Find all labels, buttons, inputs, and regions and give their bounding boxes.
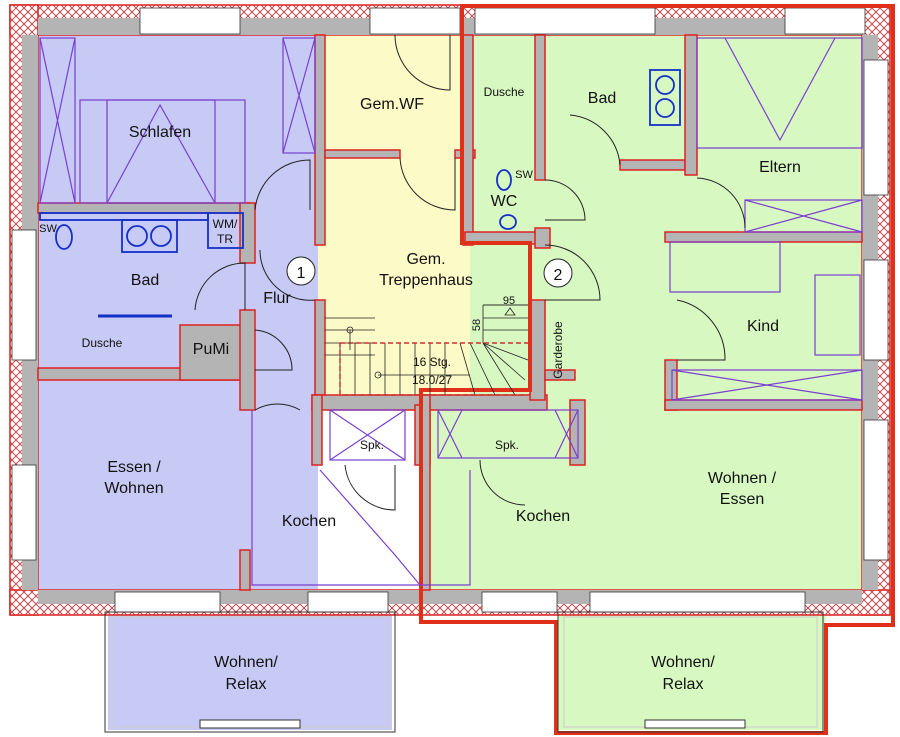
unit-2-number: 2: [554, 267, 563, 284]
balcony-2-floor: [558, 612, 826, 730]
unit-1-number-circle: [286, 256, 316, 286]
sink-icon: [649, 69, 681, 126]
room-relax-2-line2: Relax: [663, 676, 704, 693]
unit-2-number-circle: [543, 258, 573, 288]
sanitary-fixtures: [39, 69, 681, 318]
stair-labels: 16 Stg. 18.0/27 95 58: [412, 295, 515, 387]
stair-width-dimension: 95: [503, 295, 515, 307]
sink-icon: [499, 214, 517, 230]
staircase: [325, 304, 531, 396]
unit-1-floor: [38, 35, 318, 590]
room-eltern: Eltern: [759, 159, 801, 176]
room-essen-wohnen-line1: Essen /: [107, 459, 161, 476]
room-essen-wohnen-line2: Wohnen: [104, 480, 163, 497]
unit-1-number: 1: [297, 265, 306, 282]
stair-steps: 16 Stg.: [413, 355, 451, 369]
room-dusche-2: Dusche: [484, 85, 525, 99]
toilet-icon: [55, 224, 73, 250]
room-gem-wf: Gem.WF: [360, 96, 424, 113]
room-pumi: PuMi: [193, 341, 229, 358]
room-kochen-2: Kochen: [516, 508, 570, 525]
room-wc: WC: [491, 193, 518, 210]
unit-2-lower-floor: [425, 395, 485, 590]
toilet-icon: [496, 169, 512, 191]
room-labels: Schlafen Bad Dusche PuMi Flur Essen / Wo…: [82, 85, 801, 693]
room-treppenhaus-line1: Gem.: [406, 251, 445, 268]
room-relax-1-line1: Wohnen/: [214, 654, 278, 671]
room-relax-2-line1: Wohnen/: [651, 654, 715, 671]
room-kind: Kind: [747, 318, 779, 335]
room-bad-1: Bad: [131, 272, 159, 289]
sw-label-1: SW: [39, 223, 57, 235]
sw-label-2: SW: [515, 169, 533, 181]
room-garderobe: Garderobe: [551, 321, 565, 379]
room-kochen-1: Kochen: [282, 513, 336, 530]
room-bad-2: Bad: [588, 90, 616, 107]
room-flur: Flur: [263, 290, 291, 307]
room-spk-1: Spk.: [360, 438, 384, 452]
balconies: [104, 611, 824, 733]
furniture: [39, 37, 863, 586]
room-dusche-1: Dusche: [82, 336, 123, 350]
room-spk-2: Spk.: [495, 438, 519, 452]
room-relax-1-line2: Relax: [226, 676, 267, 693]
stair-depth-dimension: 58: [471, 319, 483, 331]
balcony-1-floor: [108, 612, 392, 730]
sink-icon: [121, 219, 178, 253]
room-wohnen-essen-line1: Wohnen /: [708, 470, 777, 487]
windows: [11, 7, 889, 613]
unit-2-outline: [419, 4, 895, 735]
fixture-labels: WM/ TR SW SW: [39, 169, 533, 246]
room-wohnen-essen-line2: Essen: [720, 491, 764, 508]
stair-ratio: 18.0/27: [412, 373, 452, 387]
wm-tr-label-line1: WM/: [213, 217, 238, 231]
wm-tr-label-line2: TR: [217, 232, 233, 246]
room-schlafen: Schlafen: [129, 124, 191, 141]
doors: [194, 34, 746, 511]
room-treppenhaus-line2: Treppenhaus: [379, 272, 473, 289]
